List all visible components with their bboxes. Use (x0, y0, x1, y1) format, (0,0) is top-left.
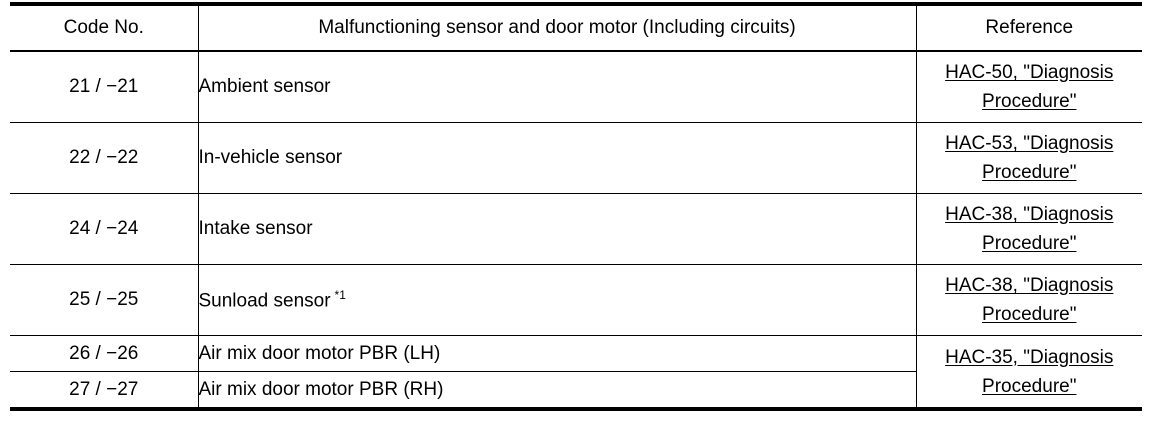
reference-link-line2: Procedure" (982, 375, 1077, 397)
reference-link-line2: Procedure" (982, 162, 1077, 183)
item-cell: Intake sensor (197, 193, 917, 265)
reference-link[interactable]: HAC-53, "Diagnosis Procedure" (945, 129, 1113, 187)
table-row: 27 / −27 Air mix door motor PBR (RH) (10, 371, 1142, 411)
item-text: Sunload sensor (198, 290, 331, 312)
item-cell: Ambient sensor (197, 51, 917, 123)
reference-link[interactable]: HAC-38, "Diagnosis Procedure" (945, 200, 1113, 258)
reference-cell: HAC-35, "Diagnosis Procedure" (915, 335, 1142, 411)
reference-cell: HAC-38, "Diagnosis Procedure" (915, 264, 1142, 336)
reference-cell: HAC-38, "Diagnosis Procedure" (915, 193, 1142, 265)
table-row: 25 / −25 Sunload sensor*1 HAC-38, "Diagn… (10, 264, 1142, 336)
footnote-marker: *1 (334, 287, 346, 302)
reference-link-line1: HAC-53, "Diagnosis (945, 133, 1114, 154)
code-cell: 26 / −26 (10, 335, 199, 372)
reference-link-line1: HAC-38, "Diagnosis (945, 275, 1114, 296)
reference-link-line2: Procedure" (982, 233, 1077, 254)
table-row: 21 / −21 Ambient sensor HAC-50, "Diagnos… (10, 51, 1142, 123)
reference-link[interactable]: HAC-50, "Diagnosis Procedure" (945, 58, 1113, 116)
item-cell: Air mix door motor PBR (RH) (197, 371, 916, 411)
reference-link-line2: Procedure" (982, 304, 1077, 325)
code-cell: 25 / −25 (10, 264, 199, 336)
header-reference: Reference (915, 2, 1142, 52)
table-row: 24 / −24 Intake sensor HAC-38, "Diagnosi… (10, 193, 1142, 265)
reference-link-line1: HAC-35, "Diagnosis (945, 346, 1114, 368)
reference-link-line2: Procedure" (982, 91, 1077, 112)
code-cell: 21 / −21 (10, 51, 199, 123)
reference-link[interactable]: HAC-38, "Diagnosis Procedure" (945, 271, 1113, 329)
reference-cell: HAC-53, "Diagnosis Procedure" (915, 122, 1142, 194)
reference-link-line1: HAC-50, "Diagnosis (945, 62, 1114, 83)
header-code: Code No. (10, 2, 199, 52)
reference-cell: HAC-50, "Diagnosis Procedure" (915, 51, 1142, 123)
code-cell: 27 / −27 (10, 371, 199, 411)
reference-link-line1: HAC-38, "Diagnosis (945, 204, 1114, 225)
header-row: Code No. Malfunctioning sensor and door … (10, 2, 1142, 52)
header-item: Malfunctioning sensor and door motor (In… (197, 2, 917, 52)
reference-link[interactable]: HAC-35, "Diagnosis Procedure" (945, 343, 1113, 401)
code-cell: 22 / −22 (10, 122, 199, 194)
code-cell: 24 / −24 (10, 193, 199, 265)
item-cell: Sunload sensor*1 (197, 264, 917, 336)
dtc-reference-table: Code No. Malfunctioning sensor and door … (10, 2, 1142, 411)
table-row: 26 / −26 Air mix door motor PBR (LH) HAC… (10, 335, 1142, 411)
table-row: 22 / −22 In-vehicle sensor HAC-53, "Diag… (10, 122, 1142, 194)
item-cell: Air mix door motor PBR (LH) (197, 335, 917, 372)
item-cell: In-vehicle sensor (197, 122, 917, 194)
